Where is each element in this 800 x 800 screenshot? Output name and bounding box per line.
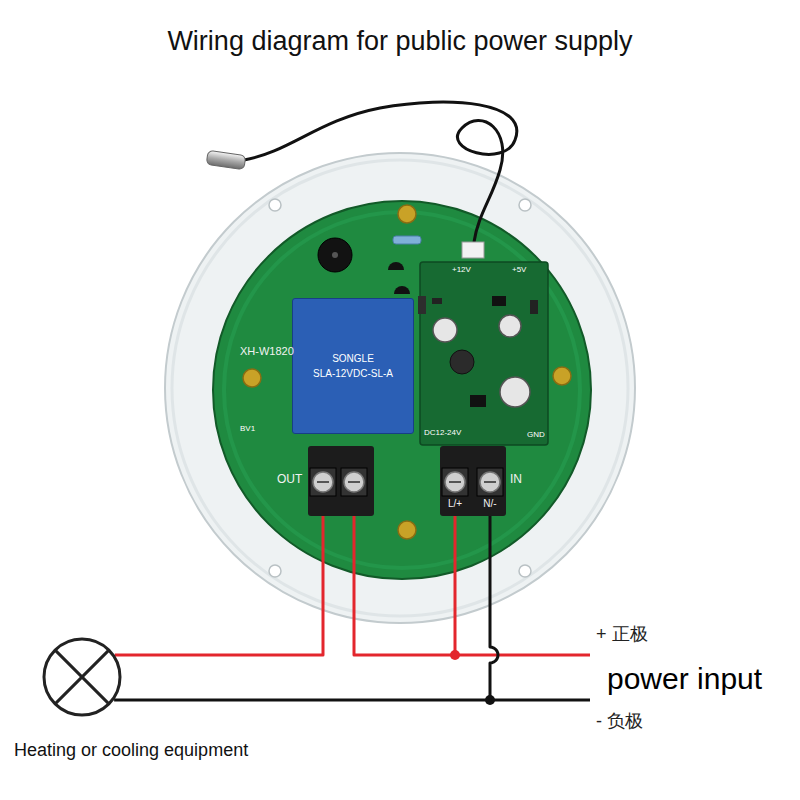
- ic-chip: [470, 395, 486, 407]
- terminal-screw: [480, 472, 500, 492]
- acrylic-rim: [172, 160, 628, 616]
- terminal-name: IN: [510, 473, 522, 487]
- pcb-disc: [213, 201, 591, 579]
- terminal-screw: [344, 472, 364, 492]
- sensor-cable: [244, 102, 517, 242]
- resistor: [393, 236, 421, 244]
- mount-hole: [269, 565, 281, 577]
- junction-dot: [450, 650, 460, 660]
- power-label: power input: [607, 662, 762, 697]
- mount-hole: [519, 199, 531, 211]
- ic-chip: [492, 296, 506, 306]
- inductor: [450, 350, 474, 374]
- text-slot: BV1: [240, 424, 255, 433]
- brass-screw: [398, 205, 416, 223]
- screw-seat: [310, 468, 336, 496]
- brass-screw: [553, 367, 571, 385]
- pin-name: L/+: [448, 498, 462, 510]
- text-slot: +12V: [452, 265, 471, 274]
- screw-seat: [477, 468, 503, 496]
- text-slot: - 负极: [596, 711, 643, 732]
- relay-box: SONGLE SLA-12VDC-SL-A: [292, 298, 414, 434]
- node-outline: [42, 637, 122, 717]
- text-slot: GND: [527, 430, 545, 439]
- text-slot: + 正极: [596, 624, 648, 645]
- title-slot: Wiring diagram for public power supply: [0, 26, 800, 57]
- junction-dot: [485, 695, 495, 705]
- text-slot: N/-: [483, 498, 496, 510]
- wire: [354, 516, 455, 655]
- lamp-cross: [55, 650, 109, 704]
- pcb-sheen: [224, 212, 580, 568]
- power-module: [420, 262, 548, 445]
- part-name: BV1: [240, 424, 255, 433]
- pin-name: GND: [527, 430, 545, 439]
- capacitor: [433, 318, 457, 342]
- smd-part: [432, 298, 442, 304]
- voltage-label: DC12-24V: [424, 428, 461, 437]
- text-slot: DC12-24V: [424, 428, 461, 437]
- text-slot: power input: [607, 662, 762, 697]
- load-symbol: Heating or cooling equipment: [42, 637, 122, 717]
- pin-name: +5V: [512, 265, 526, 274]
- sensor-probe: [206, 150, 246, 169]
- capacitor: [500, 377, 530, 407]
- lamp-circle: [44, 639, 120, 715]
- load-name: Heating or cooling equipment: [14, 740, 248, 761]
- negative-line: [490, 699, 590, 702]
- smd-part: [530, 300, 538, 314]
- buzzer-hole: [332, 252, 338, 258]
- brass-screw: [243, 369, 261, 387]
- screw-slot: [348, 481, 360, 483]
- pin-name: +12V: [452, 265, 471, 274]
- polarity-label: - 负极: [596, 711, 643, 732]
- sensor-connector: [462, 242, 484, 258]
- transistor: [394, 286, 410, 294]
- text-slot: OUT: [277, 473, 302, 487]
- wire: [114, 516, 498, 700]
- terminal-screw: [313, 472, 333, 492]
- mount-hole: [519, 565, 531, 577]
- probe-body: [206, 150, 246, 169]
- capacitor: [499, 315, 521, 337]
- text-slot: +5V: [512, 265, 526, 274]
- circuit-board: SONGLE SLA-12VDC-SL-A OUT IN L/+ N/- XH-W1820: [212, 200, 592, 580]
- diagram-title: Wiring diagram for public power supply: [0, 26, 800, 57]
- board-model: XH-W1820: [240, 345, 294, 358]
- screw-slot: [317, 481, 329, 483]
- relay-model: SLA-12VDC-SL-A: [313, 368, 393, 380]
- terminal-block: INL/+N/-: [440, 446, 506, 516]
- acrylic-disc: [165, 153, 635, 623]
- transistor: [388, 262, 404, 270]
- brass-screw: [398, 521, 416, 539]
- relay-brand: SONGLE: [332, 353, 374, 365]
- buzzer: [318, 238, 352, 272]
- text-slot: Heating or cooling equipment: [14, 740, 248, 761]
- wire: [115, 516, 323, 655]
- screw-slot: [449, 481, 461, 483]
- terminal-block: OUT: [308, 446, 374, 516]
- diode: [418, 296, 426, 314]
- screw-seat: [341, 468, 367, 496]
- text-slot: IN: [510, 473, 522, 487]
- pin-name: N/-: [483, 498, 496, 510]
- terminal-screw: [445, 472, 465, 492]
- lamp-cross: [55, 650, 109, 704]
- positive-line: [455, 654, 590, 657]
- text-slot: XH-W1820: [240, 345, 294, 358]
- text-slot: L/+: [448, 498, 462, 510]
- mount-hole: [269, 199, 281, 211]
- terminal-name: OUT: [277, 473, 302, 487]
- polarity-label: + 正极: [596, 624, 648, 645]
- screw-slot: [484, 481, 496, 483]
- node-outline: [308, 446, 374, 516]
- screw-seat: [442, 468, 468, 496]
